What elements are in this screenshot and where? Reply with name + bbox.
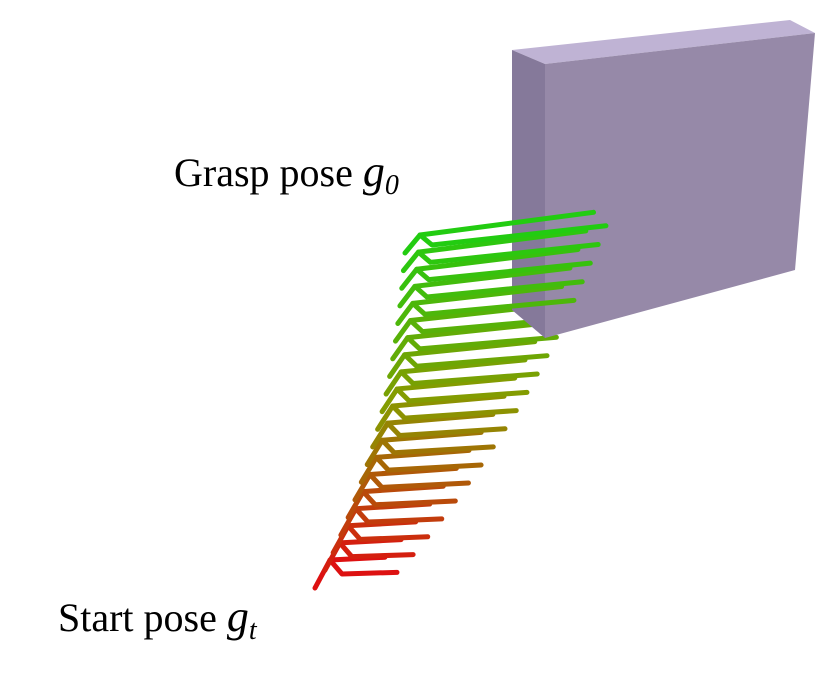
- gripper-finger-lower: [360, 489, 458, 508]
- box-top-face: [512, 20, 815, 64]
- gripper-finger-lower: [398, 369, 540, 387]
- gripper-pose: [383, 357, 540, 397]
- box-front-face: [545, 33, 815, 338]
- gripper-finger-lower: [417, 223, 609, 248]
- gripper-finger-lower: [353, 506, 445, 525]
- obstacle-box: [512, 20, 815, 338]
- start-pose-text: Start pose: [58, 595, 217, 640]
- gripper-finger-lower: [373, 454, 484, 473]
- gripper-pose: [364, 429, 496, 468]
- gripper-finger-lower: [390, 403, 519, 421]
- gripper-finger-lower: [402, 352, 550, 369]
- grasp-symbol-letter: g: [362, 147, 385, 196]
- gripper-finger-lower: [407, 316, 568, 335]
- start-symbol-letter: g: [226, 592, 249, 641]
- gripper-finger-lower: [345, 523, 431, 542]
- gripper-pose: [379, 375, 530, 415]
- gripper-pose: [358, 447, 484, 485]
- grasp-pose-label: Grasp pose g0: [174, 150, 399, 200]
- gripper-finger-lower: [367, 471, 471, 490]
- gripper-finger-lower: [379, 437, 496, 456]
- gripper-pose: [387, 339, 550, 379]
- gripper-finger-lower: [385, 420, 508, 438]
- gripper-pose: [395, 284, 577, 327]
- gripper-finger-lower: [415, 242, 601, 265]
- gripper-finger-lower: [410, 297, 577, 317]
- gripper-finger-lower: [405, 334, 559, 352]
- grasp-pose-text: Grasp pose: [174, 150, 353, 195]
- gripper-pose: [402, 209, 609, 256]
- gripper-pose: [390, 320, 559, 362]
- gripper-pose: [400, 228, 601, 274]
- start-pose-label: Start pose gt: [58, 595, 257, 645]
- gripper-finger-lower: [394, 386, 530, 404]
- gripper-finger-lower: [412, 279, 585, 300]
- gripper-pose: [375, 393, 519, 432]
- gripper-trajectory: [312, 302, 568, 591]
- box-side-face: [512, 50, 545, 338]
- grasp-symbol-subscript: 0: [384, 170, 399, 201]
- grasp-pose-symbol: g0: [362, 147, 399, 200]
- gripper-pose: [399, 247, 593, 291]
- gripper-pose: [392, 302, 568, 344]
- gripper-pose: [345, 483, 458, 520]
- gripper-finger-lower: [337, 540, 416, 560]
- start-symbol-subscript: t: [248, 615, 257, 646]
- gripper-finger-lower: [414, 260, 593, 283]
- gripper-finger-lower: [327, 557, 400, 577]
- gripper-pose: [397, 265, 585, 309]
- gripper-trajectory-front: [395, 209, 609, 327]
- gripper-pose: [370, 411, 508, 450]
- start-pose-symbol: gt: [226, 592, 257, 645]
- gripper-pose: [352, 465, 471, 503]
